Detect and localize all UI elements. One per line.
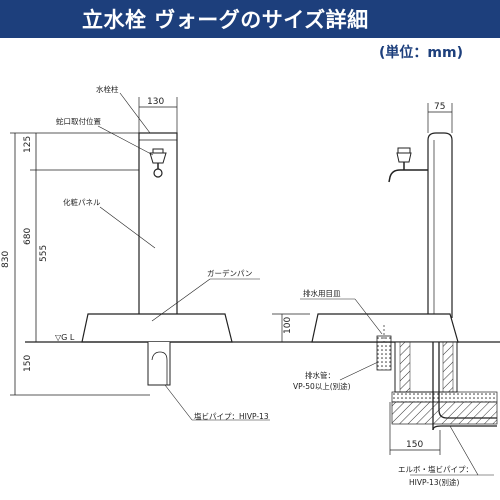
leader-elbow: [449, 425, 479, 476]
dim-680-label: 680: [23, 228, 33, 245]
dim-150b-label: 150: [406, 440, 423, 450]
hatch-right-side: [442, 341, 454, 393]
label-elbow-spec: HIVP-13(別途): [409, 477, 460, 487]
hatch-left-side: [399, 341, 411, 393]
dim-555-label: 555: [39, 245, 49, 262]
leader-haisui-kan: [339, 361, 379, 381]
label-haisui-kan: 排水管：: [305, 370, 335, 380]
dim-125-label: 125: [23, 136, 33, 153]
dim-130-label: 130: [147, 97, 164, 107]
dim-75-label: 75: [434, 102, 445, 112]
faucet-handle-front: [152, 148, 164, 154]
underground-pipe-front: [151, 351, 168, 385]
elbow-pipe-2: [432, 425, 497, 431]
elbow-pipe: [438, 409, 497, 419]
leader-garden-pan: [151, 278, 211, 322]
underground-post-front: [147, 342, 171, 386]
post-side: [427, 132, 453, 318]
dim-100-label: 100: [283, 317, 293, 334]
leader-suichuu: [119, 92, 151, 134]
faucet-spout-side: [388, 169, 428, 183]
dim-150-label: 150: [23, 355, 33, 372]
page-title: 立水栓 ヴォーグのサイズ詳細: [82, 8, 369, 32]
garden-pan-front: [81, 313, 233, 343]
label-elbow: エルボ・塩ビパイプ：: [398, 464, 473, 474]
gravel-layer: [391, 391, 498, 403]
faucet-spout-front: [153, 168, 163, 178]
faucet-body-front: [149, 152, 167, 164]
label-keshou-panel: 化粧パネル: [63, 197, 101, 207]
label-enbi-pipe: 塩ビパイプ：HIVP-13: [194, 411, 269, 421]
drain-fitting: [376, 335, 392, 371]
garden-pan-side: [311, 313, 459, 343]
label-suichuu: 水栓柱: [96, 84, 119, 94]
concrete-layer: [391, 401, 498, 425]
leader-enbi-pipe: [164, 384, 193, 421]
header-bar: [0, 0, 500, 38]
leader-keshou-panel: [99, 206, 156, 249]
unit-label: (単位：mm): [379, 45, 463, 61]
leader-haisui-mezara: [354, 298, 383, 335]
label-jaguchi: 蛇口取付位置: [56, 116, 101, 126]
faucet-body-side: [396, 152, 412, 163]
label-gl: ▽G L: [55, 333, 75, 342]
dim-830-label: 830: [1, 251, 11, 268]
leader-jaguchi: [97, 125, 154, 156]
faucet-handle-side: [397, 147, 411, 154]
label-haisui-kan-spec: VP-50以上(別途): [293, 381, 351, 391]
label-haisui-mezara: 排水用目皿: [303, 288, 341, 298]
label-garden-pan: ガーデンパン: [207, 268, 252, 278]
